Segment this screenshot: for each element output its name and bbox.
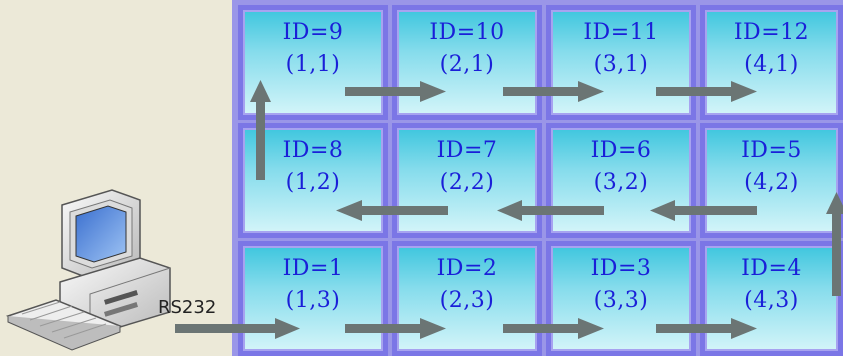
- tile-id: ID=3: [590, 256, 652, 281]
- arrow-right: [345, 318, 446, 339]
- arrow-right: [656, 318, 757, 339]
- tile-coordinate: (2,1): [439, 52, 495, 77]
- screen-tile-3: ID=3 (3,3): [546, 241, 696, 356]
- tile-coordinate: (4,1): [744, 52, 799, 77]
- tile-id: ID=7: [436, 138, 498, 163]
- tile-id: ID=4: [741, 256, 802, 281]
- screen-tile-5: ID=5 (4,2): [700, 123, 843, 238]
- screen-tile-10: ID=10 (2,1): [392, 5, 542, 120]
- arrow-right: [503, 81, 604, 102]
- tile-coordinate: (1,1): [285, 52, 341, 77]
- tile-id: ID=9: [282, 20, 344, 45]
- arrow-right: [503, 318, 604, 339]
- tile-coordinate: (2,2): [439, 170, 495, 195]
- tile-coordinate: (1,2): [285, 170, 341, 195]
- arrow-left: [650, 200, 757, 221]
- tile-coordinate: (3,1): [593, 52, 649, 77]
- tile-id: ID=1: [282, 256, 344, 281]
- computer-icon: [5, 189, 171, 351]
- tile-id: ID=6: [590, 138, 652, 163]
- tile-coordinate: (4,2): [744, 170, 799, 195]
- tile-id: ID=5: [741, 138, 802, 163]
- screen-tile-11: ID=11 (3,1): [546, 5, 696, 120]
- tile-id: ID=8: [282, 138, 344, 163]
- screen-tile-2: ID=2 (2,3): [392, 241, 542, 356]
- screen-tile-6: ID=6 (3,2): [546, 123, 696, 238]
- tile-id: ID=2: [436, 256, 498, 281]
- tile-coordinate: (4,3): [744, 288, 799, 313]
- tile-coordinate: (1,3): [285, 288, 341, 313]
- tile-coordinate: (3,3): [593, 288, 649, 313]
- arrow-right: [345, 81, 446, 102]
- tile-coordinate: (2,3): [439, 288, 495, 313]
- arrow-right: [656, 81, 757, 102]
- tile-coordinate: (3,2): [593, 170, 649, 195]
- screen-tile-4: ID=4 (4,3): [700, 241, 843, 356]
- screen-tile-1: ID=1 (1,3): [238, 241, 388, 356]
- arrow-left: [336, 200, 448, 221]
- rs232-label: RS232: [158, 297, 217, 318]
- tile-id: ID=11: [583, 20, 659, 45]
- tile-id: ID=12: [733, 20, 810, 45]
- arrow-left: [497, 200, 604, 221]
- screen-tile-12: ID=12 (4,1): [700, 5, 843, 120]
- arrow-up: [250, 80, 271, 180]
- arrow-up: [826, 192, 843, 296]
- rs232-arrow: [175, 318, 300, 339]
- tile-id: ID=10: [429, 20, 505, 45]
